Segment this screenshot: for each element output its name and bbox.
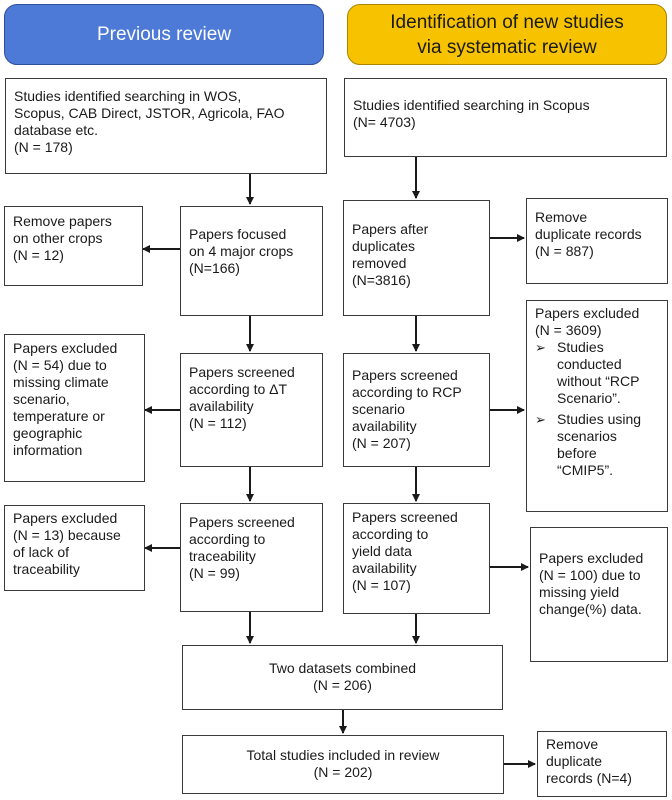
box-left-excluded-54: Papers excluded (N = 54) due to missing … [4, 334, 145, 482]
box-remove-dup4: Remove duplicate records (N=4) [537, 731, 667, 797]
box-left-focused: Papers focused on 4 major crops (N=166) [180, 206, 323, 316]
box-right-screened-rcp: Papers screened according to RCP scenari… [343, 353, 490, 467]
arrow-bullet-icon: ➢ [535, 340, 546, 355]
box-left-identified: Studies identified searching in WOS, Sco… [5, 78, 327, 174]
header-previous-review: Previous review [4, 4, 324, 65]
header-new-studies: Identification of new studies via system… [347, 4, 667, 65]
exclusion-reason-cmip5: ➢ Studies using scenarios before “CMIP5”… [535, 411, 642, 478]
box-combined: Two datasets combined (N = 206) [182, 645, 503, 710]
box-left-screened-trace: Papers screened according to traceabilit… [180, 503, 323, 612]
box-left-screened-dt: Papers screened according to ΔT availabi… [180, 353, 323, 467]
header-new-line2: via systematic review [417, 36, 597, 58]
box-right-remove-dup: Remove duplicate records (N = 887) [526, 198, 668, 284]
box-right-excluded-3609: Papers excluded (N = 3609) ➢ Studies con… [526, 300, 668, 512]
box-right-excluded-100: Papers excluded (N = 100) due to missing… [530, 527, 668, 662]
box-right-after-dup: Papers after duplicates removed (N=3816) [343, 200, 490, 316]
header-previous-text: Previous review [96, 24, 232, 45]
box-total: Total studies included in review (N = 20… [182, 735, 504, 794]
box-right-identified: Studies identified searching in Scopus (… [344, 78, 667, 157]
box-right-screened-yield: Papers screened according to yield data … [343, 503, 490, 614]
arrow-bullet-icon: ➢ [535, 412, 546, 427]
box-left-excluded-13: Papers excluded (N = 13) because of lack… [4, 505, 145, 591]
exclusion-reason-rcp: ➢ Studies conducted without “RCP Scenari… [535, 339, 640, 406]
header-new-line1: Identification of new studies [390, 11, 624, 33]
box-left-remove-other: Remove papers on other crops (N = 12) [4, 206, 143, 286]
